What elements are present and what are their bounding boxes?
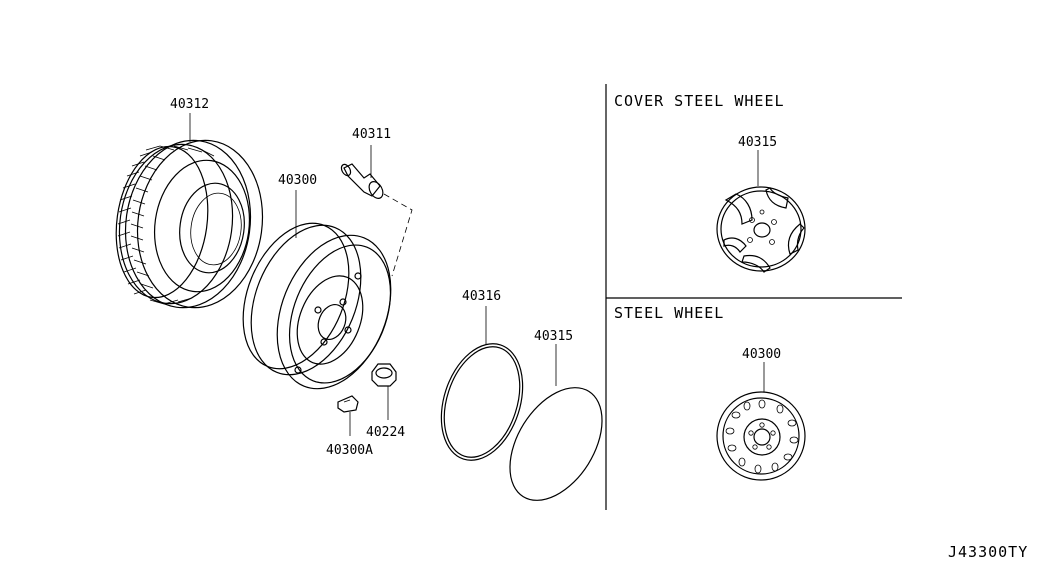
section-title-cover-steel-wheel: COVER STEEL WHEEL bbox=[614, 92, 785, 110]
label-40224: 40224 bbox=[366, 425, 405, 440]
label-40315-cover: 40315 bbox=[738, 135, 777, 150]
label-40300: 40300 bbox=[278, 173, 317, 188]
valve-illustration: 40311 bbox=[340, 127, 413, 277]
tire-illustration: 40312 bbox=[115, 97, 264, 309]
label-40315-seal: 40315 bbox=[534, 329, 573, 344]
diagram-code: J43300TY bbox=[948, 543, 1028, 561]
cover-wheel-illustration: 40315 bbox=[716, 135, 806, 273]
steel-wheel-illustration: 40300 bbox=[716, 347, 806, 481]
ring-illustration: 40316 bbox=[440, 289, 524, 461]
label-40316: 40316 bbox=[462, 289, 501, 304]
label-40300-steel: 40300 bbox=[742, 347, 781, 362]
seal-illustration: 40315 bbox=[509, 329, 603, 501]
wheel-illustration: 40300 bbox=[242, 173, 392, 390]
section-title-steel-wheel: STEEL WHEEL bbox=[614, 304, 724, 322]
label-40312: 40312 bbox=[170, 97, 209, 112]
label-40311: 40311 bbox=[352, 127, 391, 142]
nut-illustration: 40224 bbox=[366, 363, 405, 440]
label-40300A: 40300A bbox=[326, 443, 373, 458]
weight-illustration: 40300A bbox=[326, 395, 373, 458]
